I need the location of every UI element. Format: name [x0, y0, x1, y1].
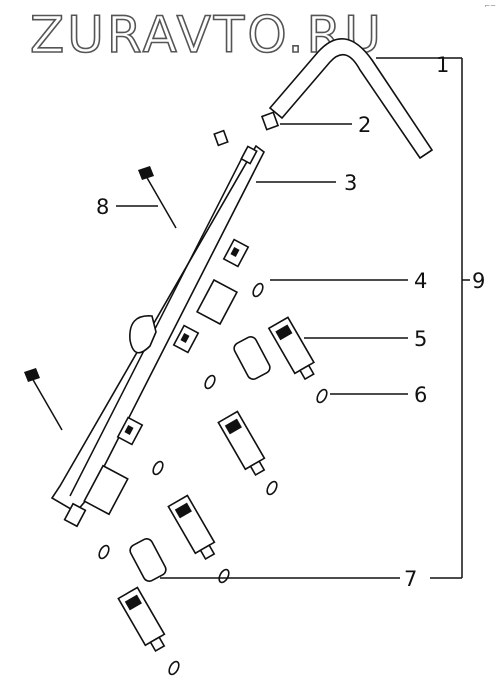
callout-3: 3	[344, 171, 357, 195]
part-2-clip	[213, 111, 280, 147]
callout-1: 1	[436, 53, 449, 77]
callout-6: 6	[414, 383, 427, 407]
part-6-lower-o-ring	[168, 388, 328, 676]
part-5-injectors	[117, 316, 315, 653]
corner-mark: ⌐~	[484, 2, 496, 10]
leader-lines	[116, 57, 470, 579]
part-1-hose	[268, 37, 434, 160]
callout-5: 5	[414, 327, 427, 351]
part-8-bolts	[24, 166, 177, 431]
part-3-fuel-rail	[50, 144, 266, 528]
callout-8: 8	[96, 195, 109, 219]
callout-2: 2	[358, 113, 371, 137]
callout-7: 7	[404, 567, 417, 591]
part-4-o-ring	[98, 282, 264, 560]
callout-9: 9	[472, 269, 485, 293]
part-7-injector-caps	[129, 336, 271, 582]
callout-4: 4	[414, 269, 427, 293]
